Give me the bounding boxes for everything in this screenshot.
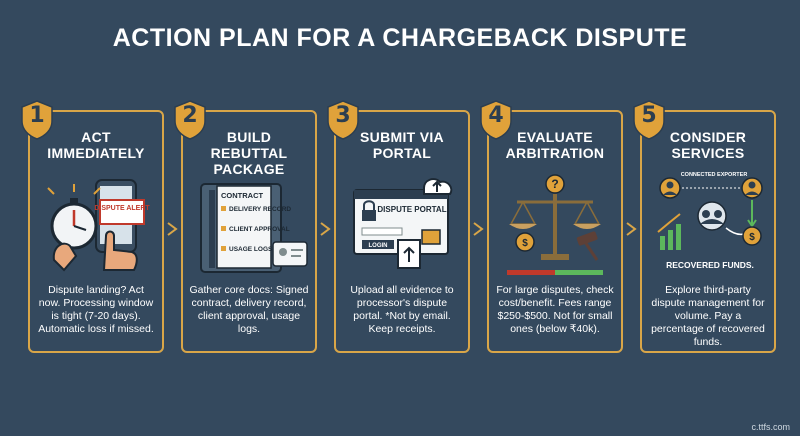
result-label: RECOVERED FUNDS. xyxy=(666,260,754,270)
step-number: 1 xyxy=(29,103,45,128)
lock-icon xyxy=(362,200,376,221)
step-title: EVALUATE ARBITRATION xyxy=(505,129,605,161)
scale-icon xyxy=(509,194,601,260)
chevron-right-icon xyxy=(473,222,484,236)
step-description: Upload all evidence to processor's dispu… xyxy=(350,284,454,335)
checklist-item: DELIVERY RECORD xyxy=(221,206,291,213)
chevron-right-icon xyxy=(320,222,331,236)
step-badge: 5 xyxy=(632,100,666,140)
svg-text:?: ? xyxy=(551,177,558,191)
watermark: c.ttfs.com xyxy=(751,422,790,432)
step-illustration: CONNECTED EXPORTER $ xyxy=(657,172,763,270)
coin-icon: $ xyxy=(515,232,535,252)
step-number: 4 xyxy=(488,103,504,128)
stopwatch-icon xyxy=(47,184,101,250)
step-description: For large disputes, check cost/benefit. … xyxy=(496,284,614,335)
step-badge: 4 xyxy=(479,100,513,140)
step-description: Explore third-party dispute management f… xyxy=(651,284,765,348)
checklist-item: CLIENT APPROVAL xyxy=(221,226,290,233)
step-illustration: DISPUTE ALERT xyxy=(47,179,150,272)
step-title: BUILD REBUTTAL PACKAGE xyxy=(210,129,288,177)
svg-text:USAGE LOGS: USAGE LOGS xyxy=(229,246,273,253)
step-card-5: 5 CONSIDER SERVICES CONNECTED EXPORTER xyxy=(633,100,776,353)
svg-text:$: $ xyxy=(522,238,528,249)
step-illustration: DISPUTE PORTAL LOGIN xyxy=(353,178,453,269)
person-icon xyxy=(741,177,763,199)
svg-text:$: $ xyxy=(749,232,755,243)
login-label: LOGIN xyxy=(369,243,388,249)
shield-icon xyxy=(633,100,665,140)
svg-text:CLIENT APPROVAL: CLIENT APPROVAL xyxy=(229,226,290,233)
page-title: ACTION PLAN FOR A CHARGEBACK DISPUTE xyxy=(112,24,688,52)
step-number: 3 xyxy=(335,103,351,128)
step-card-2: 2 BUILD REBUTTAL PACKAGE CONTRACT DELIVE… xyxy=(174,100,317,353)
shield-icon xyxy=(480,100,512,140)
coin-icon: $ xyxy=(742,226,762,246)
step-title: CONSIDER SERVICES xyxy=(669,129,747,161)
hand-icon xyxy=(52,230,138,272)
step-description: Gather core docs: Signed contract, deliv… xyxy=(189,284,309,335)
portal-label: DISPUTE PORTAL xyxy=(377,205,446,214)
svg-text:DELIVERY RECORD: DELIVERY RECORD xyxy=(229,206,291,213)
step-number: 5 xyxy=(641,103,657,128)
gavel-icon xyxy=(576,231,599,261)
step-badge: 3 xyxy=(326,100,360,140)
folder-heading: CONTRACT xyxy=(221,191,263,200)
login-button xyxy=(362,240,394,249)
alert-tag: DISPUTE ALERT xyxy=(94,199,150,225)
step-illustration: CONTRACT DELIVERY RECORD CLIENT APPROVAL… xyxy=(200,183,308,273)
connector-label: CONNECTED EXPORTER xyxy=(681,172,748,178)
group-icon xyxy=(697,201,727,231)
step-card-4: 4 EVALUATE ARBITRATION ? $ For lar xyxy=(480,100,623,353)
step-card-3: 3 SUBMIT VIA PORTAL DISPUTE PORTAL LOGIN… xyxy=(327,100,470,353)
cost-benefit-bar xyxy=(507,270,603,275)
upload-file-icon xyxy=(397,229,441,269)
cloud-upload-icon xyxy=(423,178,453,195)
step-illustration: ? $ xyxy=(507,174,603,275)
shield-icon xyxy=(327,100,359,140)
shield-icon xyxy=(21,100,53,140)
step-badge: 2 xyxy=(173,100,207,140)
alert-label: DISPUTE ALERT xyxy=(94,205,150,212)
checklist-item: USAGE LOGS xyxy=(221,246,273,253)
question-icon: ? xyxy=(545,174,565,194)
chevron-right-icon xyxy=(167,222,178,236)
person-icon xyxy=(659,177,681,199)
step-description: Dispute landing? Act now. Processing win… xyxy=(38,284,154,335)
step-title: ACT IMMEDIATELY xyxy=(47,129,145,161)
id-card-icon xyxy=(272,241,308,267)
step-card-1: 1 ACT IMMEDIATELY DISPUTE ALERT Dispute … xyxy=(21,100,164,353)
step-number: 2 xyxy=(182,103,198,128)
step-badge: 1 xyxy=(20,100,54,140)
step-title: SUBMIT VIA PORTAL xyxy=(360,129,444,161)
shield-icon xyxy=(174,100,206,140)
chevron-right-icon xyxy=(626,222,637,236)
growth-chart-icon xyxy=(657,213,681,250)
